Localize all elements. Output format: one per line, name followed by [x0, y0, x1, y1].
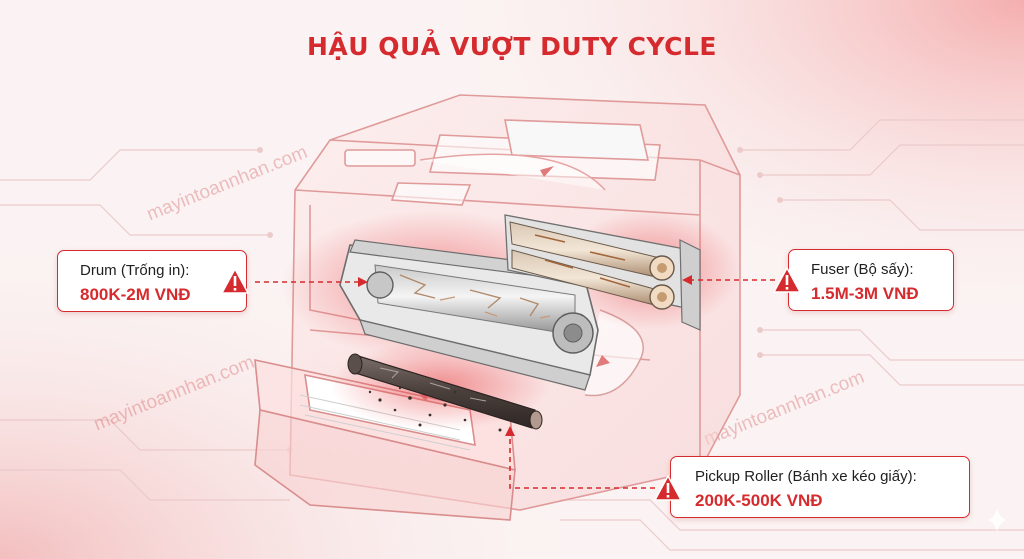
drum-name: Drum (Trống in):	[80, 262, 190, 279]
pickup-callout: Pickup Roller (Bánh xe kéo giấy): 200K-5…	[670, 456, 970, 518]
warning-icon	[221, 268, 249, 294]
warning-icon	[773, 267, 801, 293]
pickup-price: 200K-500K VNĐ	[695, 491, 823, 510]
pickup-roller	[347, 353, 543, 432]
fuser-price: 1.5M-3M VNĐ	[811, 284, 919, 303]
sparkle-icon	[987, 508, 1007, 532]
drum-callout: Drum (Trống in): 800K-2M VNĐ	[57, 250, 247, 312]
pickup-connector	[509, 430, 655, 489]
fuser-callout: Fuser (Bộ sấy): 1.5M-3M VNĐ	[788, 249, 954, 311]
page-title: HẬU QUẢ VƯỢT DUTY CYCLE	[306, 32, 718, 61]
warning-icon	[654, 475, 682, 501]
pickup-name: Pickup Roller (Bánh xe kéo giấy):	[695, 468, 917, 485]
fuser-name: Fuser (Bộ sấy):	[811, 261, 914, 278]
drum-unit	[339, 239, 599, 391]
drum-price: 800K-2M VNĐ	[80, 285, 191, 304]
fuser-unit	[504, 214, 701, 331]
